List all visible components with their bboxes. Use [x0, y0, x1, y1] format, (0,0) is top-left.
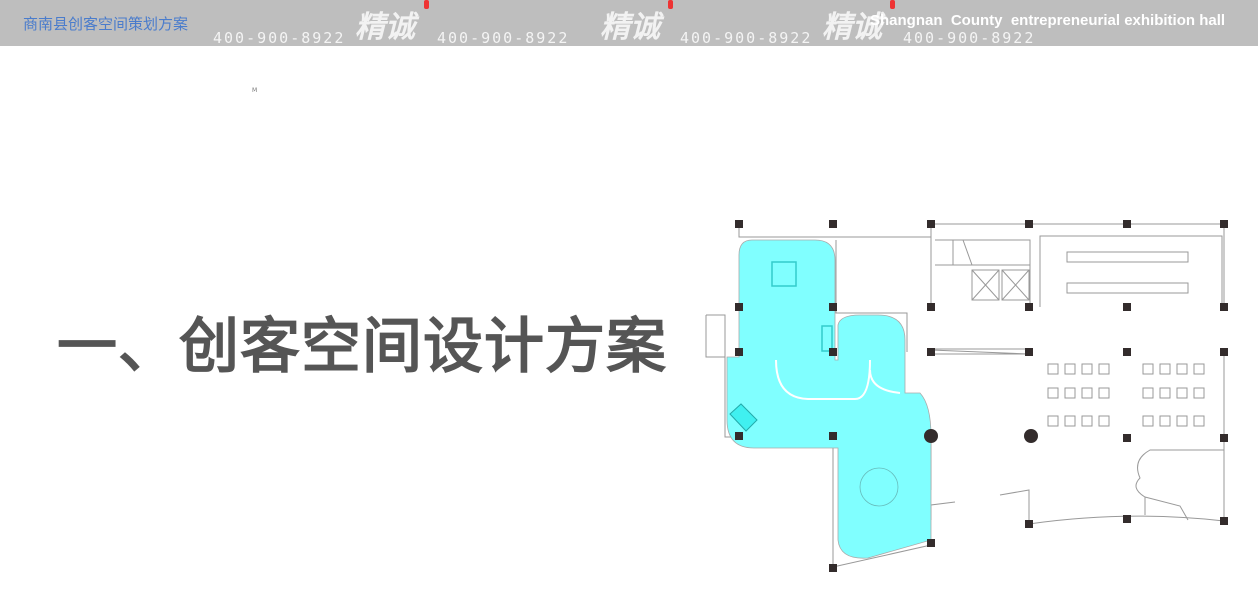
seat	[1081, 415, 1093, 427]
seat	[1064, 363, 1076, 375]
seat	[1064, 387, 1076, 399]
seat	[1047, 387, 1059, 399]
seat	[1047, 363, 1059, 375]
seat	[1098, 387, 1110, 399]
watermark-seal	[668, 0, 673, 9]
column	[735, 303, 743, 311]
seat	[1064, 415, 1076, 427]
watermark-logo: 精诚	[355, 10, 415, 45]
document-title: 商南县创客空间策划方案	[23, 15, 189, 33]
watermark-phone: 400-900-8922	[437, 29, 570, 47]
column	[1025, 520, 1033, 528]
column	[1025, 303, 1033, 311]
seat	[1142, 415, 1154, 427]
column	[1123, 348, 1131, 356]
watermark-logo: 精诚	[600, 10, 660, 45]
watermark-phone: 400-900-8922	[213, 29, 346, 47]
seat	[1159, 363, 1171, 375]
column	[927, 303, 935, 311]
watermark-seal	[424, 0, 429, 9]
small-mark: M	[252, 87, 258, 94]
column	[735, 220, 743, 228]
column	[735, 432, 743, 440]
column	[1220, 517, 1228, 525]
column	[927, 348, 935, 356]
column	[1123, 434, 1131, 442]
seat	[1159, 387, 1171, 399]
column	[1123, 303, 1131, 311]
english-subtitle: Shangnan County entrepreneurial exhibiti…	[870, 12, 1226, 29]
seat	[1081, 387, 1093, 399]
column	[1123, 220, 1131, 228]
seat	[1159, 415, 1171, 427]
seat	[1081, 363, 1093, 375]
watermark-logo: 精诚	[822, 10, 882, 45]
column	[735, 348, 743, 356]
watermark-seal	[890, 0, 895, 9]
column	[829, 432, 837, 440]
column	[829, 220, 837, 228]
column	[829, 303, 837, 311]
column	[927, 539, 935, 547]
seat	[1176, 387, 1188, 399]
header-bar: 商南县创客空间策划方案 精诚 400-900-8922 400-900-8922…	[0, 0, 1258, 47]
watermark-phone: 400-900-8922	[680, 29, 813, 47]
column	[1220, 434, 1228, 442]
column	[1220, 303, 1228, 311]
seat	[1193, 387, 1205, 399]
page-title: 一、创客空间设计方案	[57, 312, 667, 382]
seat	[1176, 363, 1188, 375]
seat	[1176, 415, 1188, 427]
column	[1220, 348, 1228, 356]
column	[1123, 515, 1131, 523]
column	[1025, 220, 1033, 228]
watermark-phone: 400-900-8922	[903, 29, 1036, 47]
column	[927, 220, 935, 228]
column	[829, 348, 837, 356]
seat	[1193, 415, 1205, 427]
seat	[1193, 363, 1205, 375]
seat	[1142, 387, 1154, 399]
column	[1220, 220, 1228, 228]
column	[1025, 348, 1033, 356]
column	[829, 564, 837, 572]
seat	[1047, 415, 1059, 427]
seat	[1142, 363, 1154, 375]
seat	[1098, 363, 1110, 375]
seat	[1098, 415, 1110, 427]
